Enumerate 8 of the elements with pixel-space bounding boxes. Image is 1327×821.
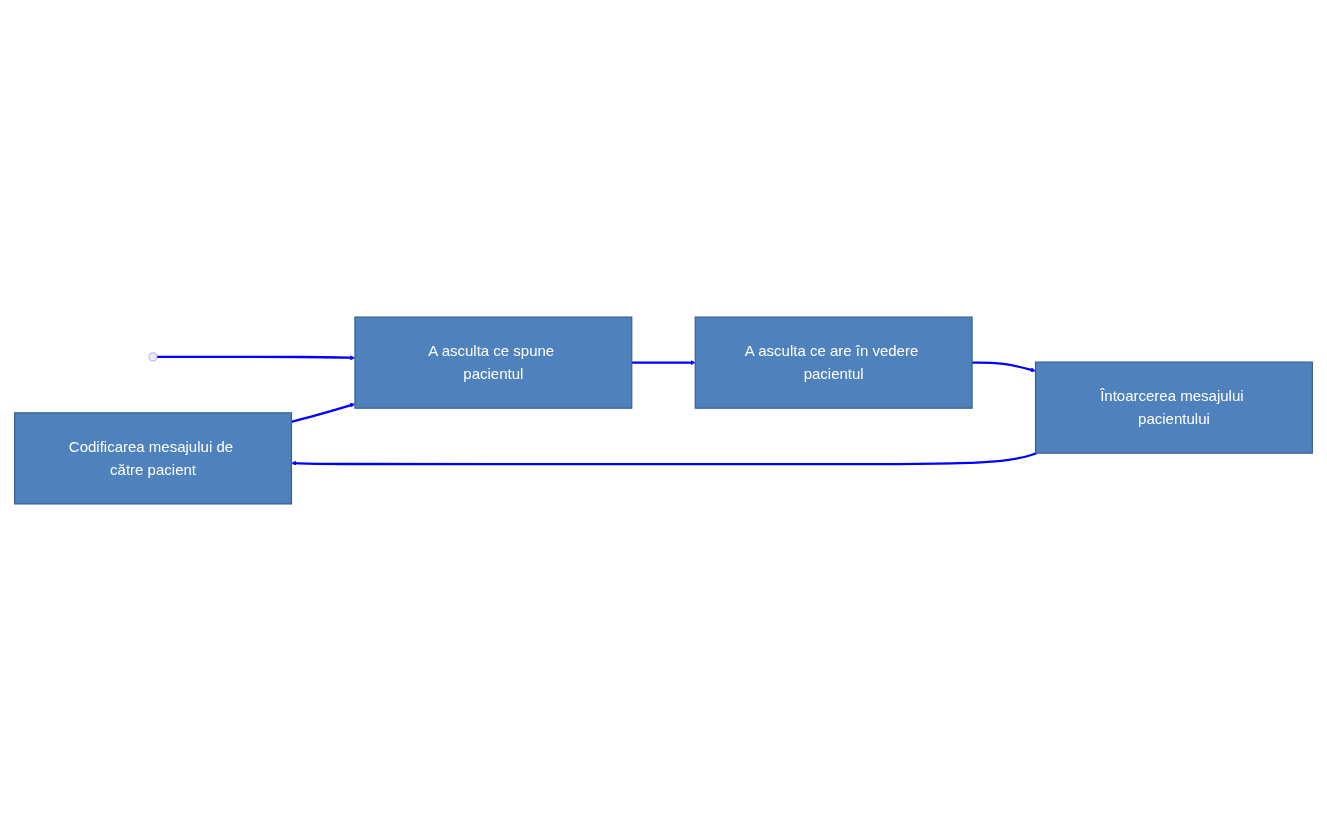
node-box: Întoarcerea mesajului pacientului — [1034, 361, 1313, 454]
node-box: Codificarea mesajului de către pacient — [14, 412, 293, 505]
arrow — [291, 452, 1038, 466]
arrow — [631, 360, 696, 366]
arrow — [972, 361, 1036, 373]
node-box: A asculta ce are în vedere pacientul — [694, 316, 973, 409]
arrow — [291, 402, 356, 423]
node-box: A asculta ce spune pacientul — [354, 316, 633, 409]
